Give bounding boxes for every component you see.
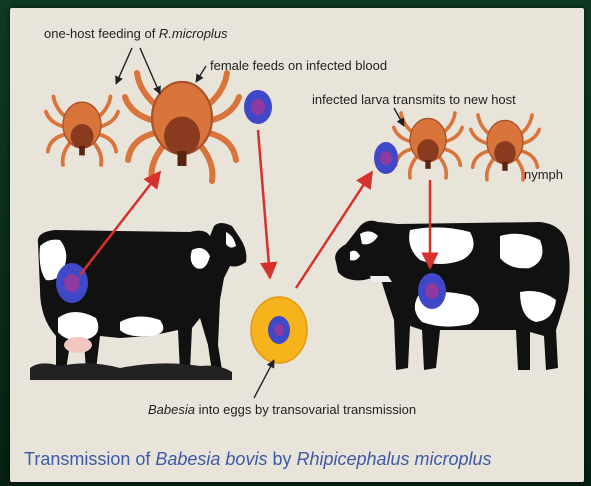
- label-babesia-eggs: Babesia into eggs by transovarial transm…: [148, 402, 416, 417]
- parasite-cell-blood: [244, 90, 272, 124]
- figure-caption: Transmission of Babesia bovis by Rhipice…: [24, 449, 492, 470]
- label-nymph: nymph: [524, 167, 563, 182]
- tick-larva: [394, 113, 462, 178]
- parasite-cell-larva: [374, 142, 398, 174]
- tick-large-female: [125, 73, 239, 181]
- label-one-host-feeding: one-host feeding of R.microplus: [44, 26, 228, 41]
- tick-small-left: [46, 97, 118, 165]
- label-female-feeds: female feeds on infected blood: [210, 58, 387, 73]
- right-cow: [335, 221, 569, 370]
- label-infected-larva: infected larva transmits to new host: [312, 92, 516, 107]
- arrow-blood-to-egg: [258, 130, 270, 278]
- infected-egg: [251, 297, 307, 363]
- left-cow: [30, 223, 246, 380]
- parasite-cell-right-cow: [418, 273, 446, 309]
